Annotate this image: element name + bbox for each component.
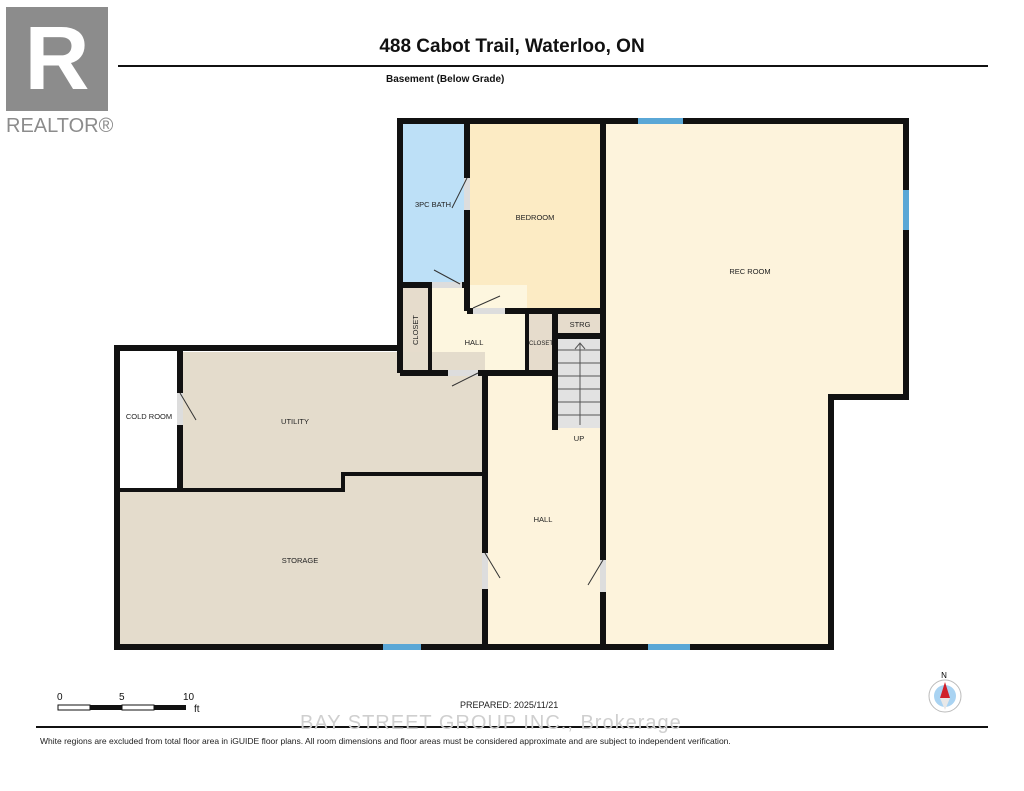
storage-fill <box>117 474 485 647</box>
floor-subtitle: Basement (Below Grade) <box>386 74 505 85</box>
room-label-bedroom: BEDROOM <box>516 213 555 222</box>
windows <box>383 118 909 650</box>
realtor-wordmark: REALTOR® <box>6 115 114 137</box>
watermark: BAY STREET GROUP INC., Brokerage <box>300 712 682 734</box>
svg-text:N: N <box>941 671 947 680</box>
room-label-rec-room: REC ROOM <box>729 267 770 276</box>
bath-fill <box>400 121 467 285</box>
room-label-hall-upper: HALL <box>465 338 484 347</box>
rec-room-fill <box>603 121 906 647</box>
svg-text:10: 10 <box>183 692 195 703</box>
scale-bar: 0 5 10 ft <box>57 692 200 715</box>
title-rule <box>118 65 988 67</box>
disclaimer: White regions are excluded from total fl… <box>40 736 731 746</box>
page-title: 488 Cabot Trail, Waterloo, ON <box>379 36 645 57</box>
room-label-cold-room: COLD ROOM <box>126 412 172 421</box>
compass-icon: N <box>928 671 962 713</box>
bedroom-fill <box>467 121 603 311</box>
strg-fill <box>555 311 603 335</box>
room-label-hall-lower: HALL <box>534 515 553 524</box>
closet-right-fill <box>527 311 553 373</box>
room-label-closet-right: CLOSET <box>529 341 553 347</box>
room-label-storage: STORAGE <box>282 556 319 565</box>
room-label-strg: STRG <box>570 320 591 329</box>
prepared-date: PREPARED: 2025/11/21 <box>460 700 559 710</box>
utility-fill <box>180 352 485 490</box>
realtor-r-mark: R <box>6 7 108 111</box>
svg-text:0: 0 <box>57 692 63 703</box>
realtor-logo: R REALTOR® <box>6 7 116 142</box>
room-label-bath: 3PC BATH <box>415 200 451 209</box>
stairs-label: UP <box>574 434 584 443</box>
cold-room-fill <box>120 348 178 488</box>
doors <box>177 177 606 592</box>
svg-text:ft: ft <box>194 704 200 715</box>
room-label-utility: UTILITY <box>281 417 309 426</box>
svg-text:5: 5 <box>119 692 125 703</box>
room-label-closet-left: CLOSET <box>411 315 420 345</box>
